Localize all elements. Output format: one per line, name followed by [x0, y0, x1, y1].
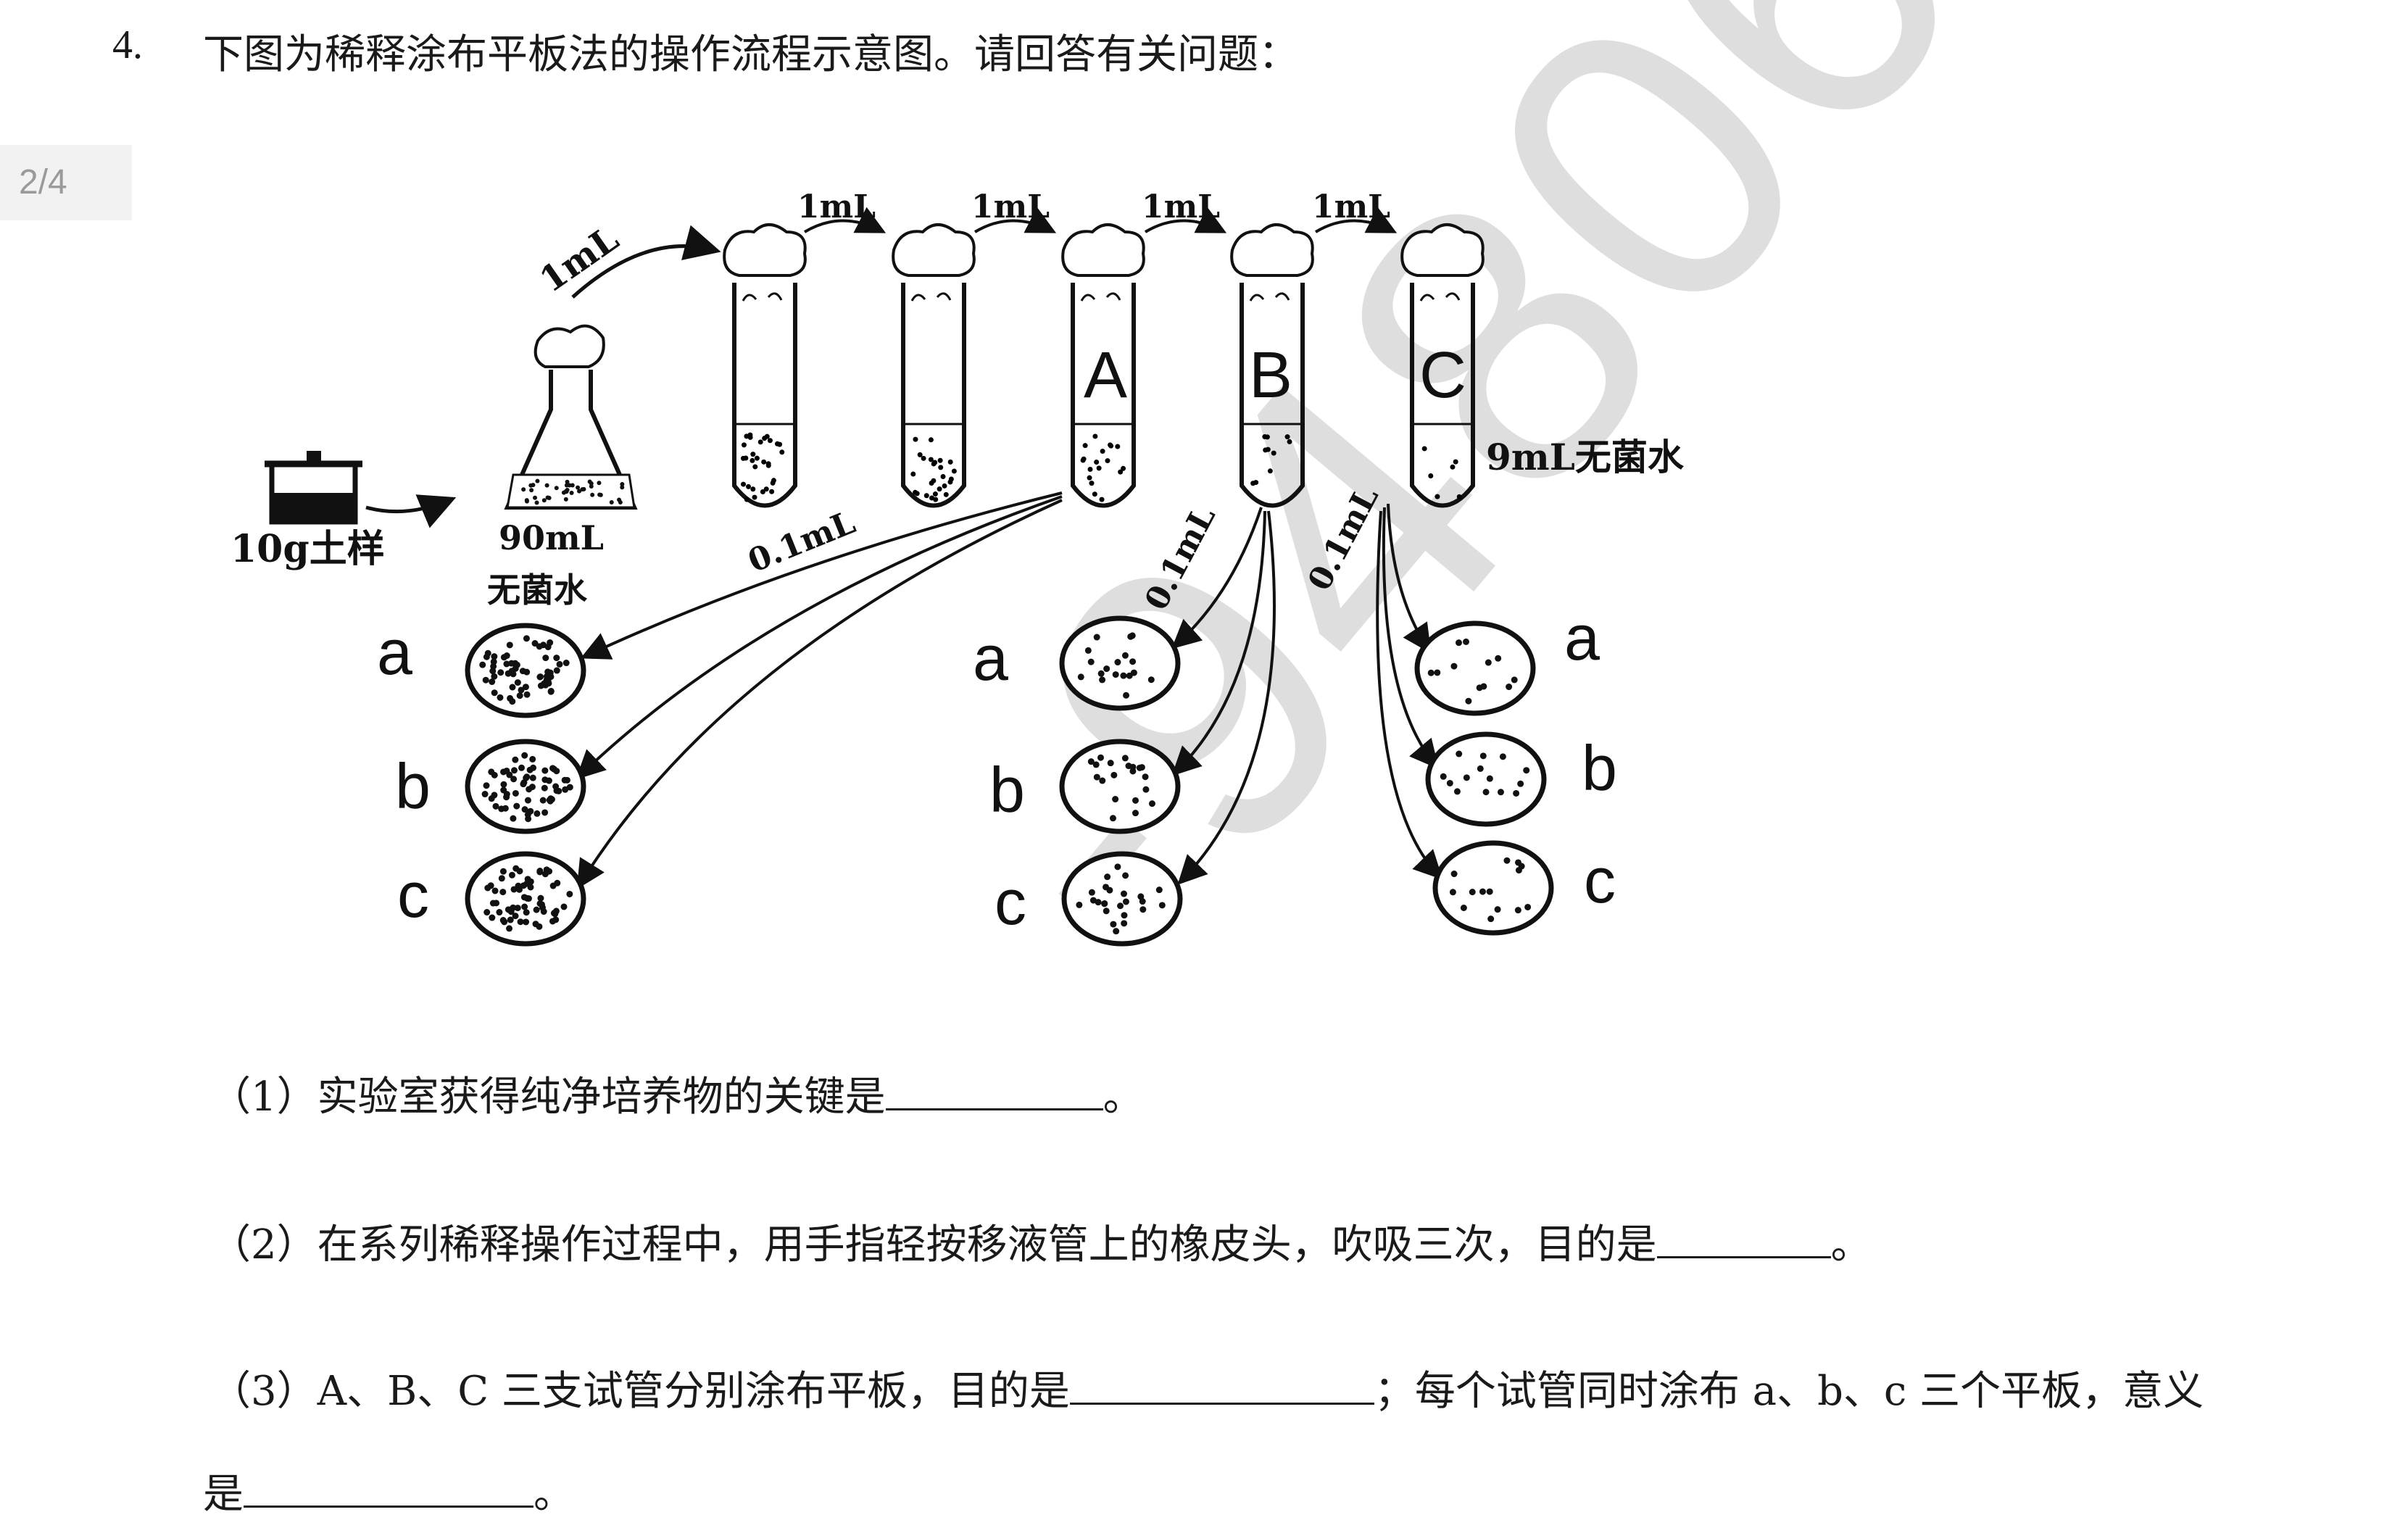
subquestion-2-end: 。 [1830, 1221, 1872, 1268]
petri-plate-icon [1414, 620, 1536, 716]
flask-label-line1: 90mL [499, 518, 604, 557]
tube-letter-a: A [1084, 339, 1127, 412]
plate-label-b-left: b [395, 750, 431, 822]
plate-label-a-right: a [1564, 602, 1600, 673]
answer-blank-3b[interactable] [244, 1469, 534, 1508]
tube-letter-c: C [1419, 339, 1466, 412]
subquestion-2-text: （2）在系列稀释操作过程中，用手指轻按移液管上的橡皮头，吹吸三次，目的是 [210, 1221, 1657, 1268]
petri-plate-icon [465, 623, 586, 718]
test-tube-icon [892, 223, 976, 508]
question-title: 下图为稀释涂布平板法的操作流程示意图。请回答有关问题： [203, 31, 1299, 78]
transfer-label-5: 1mL [1312, 188, 1390, 225]
plate-label-b-mid: b [989, 754, 1025, 826]
transfer-label-2: 1mL [797, 188, 876, 225]
petri-plate-icon [1432, 840, 1554, 936]
subquestion-3-text: （3）A、B、C 三支试管分别涂布平板，目的是 [210, 1368, 1070, 1415]
transfer-label-4: 1mL [1142, 188, 1220, 225]
subquestion-1-text: （1）实验室获得纯净培养物的关键是 [210, 1073, 886, 1121]
plate-label-c-left: c [397, 859, 429, 931]
page-indicator: 2/4 [0, 145, 132, 220]
plate-label-c-mid: c [995, 866, 1026, 938]
answer-blank-2[interactable] [1656, 1220, 1831, 1258]
answer-blank-1[interactable] [885, 1072, 1103, 1110]
soil-container-icon [265, 451, 362, 525]
subquestion-3: （3）A、B、C 三支试管分别涂布平板，目的是 ；每个试管同时涂布 a、b、c 三… [210, 1358, 2204, 1417]
plate-label-c-right: c [1584, 844, 1616, 916]
plate-label-a-mid: a [973, 622, 1008, 694]
plating-label-b: 0.1mL [1138, 500, 1223, 616]
petri-plate-icon [465, 851, 586, 947]
subquestion-3-line2-end: 。 [534, 1471, 574, 1518]
transfer-label-1: 1mL [533, 218, 626, 301]
test-tube-icon [723, 223, 807, 508]
petri-plate-icon [465, 739, 586, 834]
answer-blank-3a[interactable] [1069, 1366, 1374, 1405]
subquestion-2: （2）在系列稀释操作过程中，用手指轻按移液管上的橡皮头，吹吸三次，目的是 。 [210, 1212, 1872, 1271]
flask-label-line2: 无菌水 [487, 570, 588, 610]
subquestion-1-end: 。 [1103, 1073, 1144, 1121]
test-tube-icon [1061, 223, 1145, 508]
plate-label-a-left: a [377, 616, 412, 688]
subquestion-3-line2-text: 是 [203, 1471, 244, 1518]
test-tube-icon [1230, 223, 1314, 508]
soil-label: 10g土样 [231, 527, 385, 571]
petri-plate-icon [1059, 739, 1181, 834]
question-number: 4. [112, 22, 143, 67]
subquestion-3-line2: 是。 [203, 1461, 574, 1520]
plating-label-c: 0.1mL [1301, 481, 1386, 597]
tube-letter-b: B [1249, 339, 1292, 412]
test-tube-icon [1400, 223, 1485, 508]
subquestion-3-mid: ；每个试管同时涂布 a、b、c 三个平板，意义 [1374, 1368, 2204, 1415]
tube-water-label: 9mL无菌水 [1486, 436, 1685, 478]
plate-label-b-right: b [1582, 732, 1617, 804]
flask-icon [504, 324, 638, 510]
petri-plate-icon [1059, 615, 1181, 711]
transfer-label-3: 1mL [971, 188, 1050, 225]
dilution-diagram: 10g土样 90mL 无菌水 1mL 1mL 1mL 1mL 1mL A B C… [231, 188, 1685, 947]
petri-plate-icon [1061, 851, 1183, 947]
subquestion-1: （1）实验室获得纯净培养物的关键是 。 [210, 1064, 1144, 1123]
petri-plate-icon [1425, 731, 1547, 827]
